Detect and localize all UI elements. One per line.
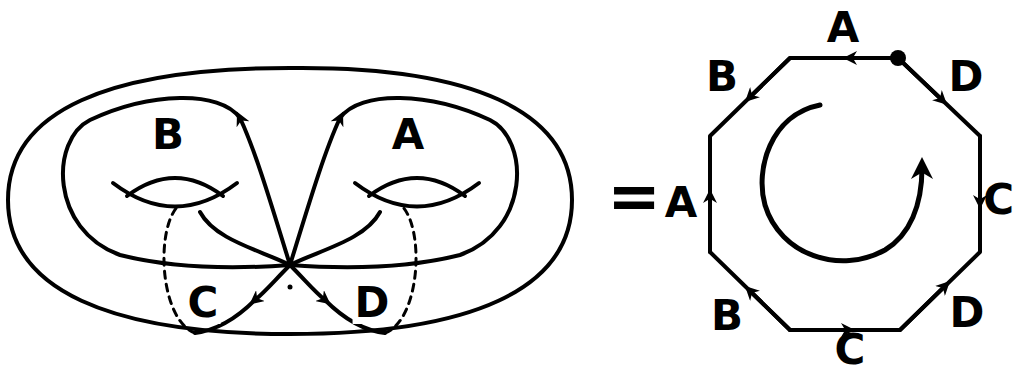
- edge-label: D: [948, 292, 987, 334]
- surface-outline: [8, 68, 572, 334]
- edge-label: A: [825, 7, 862, 49]
- base-dot: [890, 50, 906, 66]
- loop-b: [240, 118, 290, 265]
- edge-arrow: [898, 58, 942, 100]
- loop-c: [255, 265, 290, 300]
- edge-label: A: [663, 182, 700, 224]
- edge-label: C: [186, 282, 221, 324]
- edge-label: C: [833, 329, 868, 371]
- base-dot: [288, 285, 293, 290]
- orientation-arrow: [762, 105, 922, 261]
- edge-arrow: [978, 136, 982, 202]
- hole-upper: [369, 178, 465, 196]
- loop-d: [290, 265, 325, 300]
- edge-label: B: [709, 295, 745, 337]
- edge-label: B: [704, 56, 740, 98]
- edge-label: B: [150, 114, 186, 156]
- loop-d: [290, 212, 380, 265]
- loop-b: [63, 98, 290, 267]
- loop-c: [200, 212, 290, 265]
- edge-label: D: [353, 282, 392, 324]
- edge-arrow: [900, 286, 945, 330]
- loop-a: [290, 98, 517, 267]
- edge-label: D: [947, 56, 986, 98]
- equals-sign: =: [605, 164, 663, 228]
- edge-arrow: [708, 196, 712, 252]
- edge-label: C: [981, 179, 1016, 221]
- loop-a: [290, 118, 340, 265]
- edge-label: A: [390, 114, 427, 156]
- octagon: [710, 58, 980, 330]
- hole-upper: [127, 178, 223, 196]
- edge-arrow: [750, 291, 790, 330]
- edge-arrow: [750, 58, 790, 97]
